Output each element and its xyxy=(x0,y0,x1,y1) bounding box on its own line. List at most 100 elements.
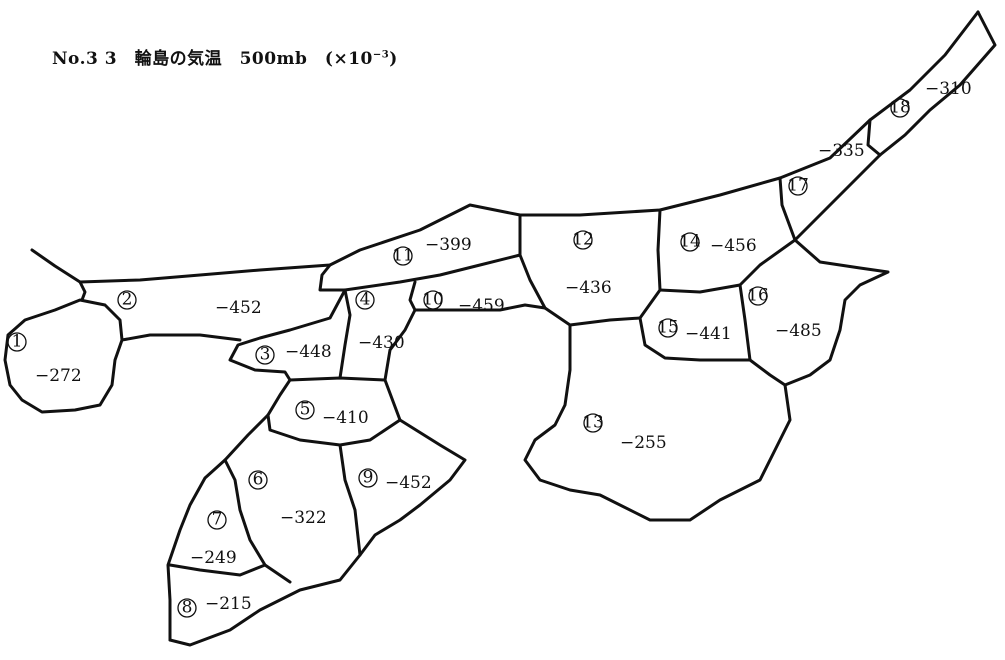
border-5-6 xyxy=(266,413,402,447)
region-4-number: 4 xyxy=(355,290,375,310)
southeast-coast xyxy=(523,323,792,522)
border-14-16 xyxy=(738,238,797,287)
region-10-value: −459 xyxy=(458,296,505,316)
region-number-circle xyxy=(177,598,197,618)
region-number-text: 9 xyxy=(363,468,374,488)
region-12-number: 12 xyxy=(572,230,594,250)
region-number-circle xyxy=(788,176,808,196)
region-number-text: 10 xyxy=(422,290,444,310)
region-number-text: 3 xyxy=(260,345,271,365)
region-number-circle xyxy=(355,290,375,310)
north-coast xyxy=(30,10,980,284)
region-number-text: 8 xyxy=(182,598,193,618)
region-6-number: 6 xyxy=(248,470,268,490)
region-number-text: 7 xyxy=(212,510,223,530)
map-title: No.3 3 輪島の気温 500mb (×10−3) xyxy=(52,44,398,69)
border-15-13 xyxy=(638,316,752,362)
region-number-circle xyxy=(7,332,27,352)
border-17-18 xyxy=(866,118,882,157)
border-1-2 xyxy=(78,280,87,302)
region-number-text: 1 xyxy=(12,332,23,352)
region-17-value: −335 xyxy=(818,141,865,161)
region-3-value: −448 xyxy=(285,342,332,362)
border-6-9 xyxy=(338,443,362,557)
map-title-close: ) xyxy=(389,49,398,69)
border-6-7 xyxy=(223,458,292,584)
region-number-text: 2 xyxy=(122,290,133,310)
region-number-text: 16 xyxy=(747,286,769,306)
region-8-number: 8 xyxy=(177,598,197,618)
region-7-number: 7 xyxy=(207,510,227,530)
border-7-8 xyxy=(168,563,267,577)
region-number-text: 17 xyxy=(787,176,809,196)
region-10-number: 10 xyxy=(422,290,444,310)
border-3-4 xyxy=(338,288,352,380)
region-7-value: −249 xyxy=(190,548,237,568)
region-1-value: −272 xyxy=(35,366,82,386)
region-11-number: 11 xyxy=(392,246,414,266)
region-number-circle xyxy=(295,400,315,420)
region-2-value: −452 xyxy=(215,298,262,318)
region-6-value: −322 xyxy=(280,508,327,528)
region-9-value: −452 xyxy=(385,473,432,493)
region-13-value: −255 xyxy=(620,433,667,453)
region-14-number: 14 xyxy=(679,232,701,252)
region-number-text: 14 xyxy=(679,232,701,252)
region-number-circle xyxy=(748,286,768,306)
region-number-circle xyxy=(255,345,275,365)
region-number-circle xyxy=(680,232,700,252)
region-number-text: 13 xyxy=(582,413,604,433)
region-number-text: 4 xyxy=(360,290,371,310)
region-number-text: 5 xyxy=(300,400,311,420)
region-number-circle xyxy=(658,318,678,338)
region-labels: 1−2722−4523−4484−4305−4106−3227−2498−215… xyxy=(7,79,972,618)
map-title-exponent: −3 xyxy=(372,49,390,61)
region-11-value: −399 xyxy=(425,235,472,255)
region-number-circle xyxy=(358,468,378,488)
border-12-13 xyxy=(568,316,642,327)
region-number-text: 15 xyxy=(657,318,679,338)
peninsula-east-coast xyxy=(168,378,467,647)
border-12-14 xyxy=(638,208,662,320)
region-14-value: −456 xyxy=(710,236,757,256)
border-10-12 xyxy=(518,253,547,310)
region-number-text: 11 xyxy=(392,246,414,266)
region-number-circle xyxy=(248,470,268,490)
region-number-text: 18 xyxy=(889,98,911,118)
border-3-5 xyxy=(288,376,387,382)
border-4-10 xyxy=(408,280,417,312)
west-lobe-coast xyxy=(3,298,242,414)
region-2-number: 2 xyxy=(117,290,137,310)
region-18-number: 18 xyxy=(889,98,911,118)
region-4-value: −430 xyxy=(358,333,405,353)
region-17-number: 17 xyxy=(787,176,809,196)
region-number-circle xyxy=(207,510,227,530)
peninsula-west-coast xyxy=(166,288,347,642)
border-2-11 xyxy=(318,253,522,292)
region-5-number: 5 xyxy=(295,400,315,420)
region-number-circle xyxy=(393,246,413,266)
region-8-value: −215 xyxy=(205,594,252,614)
region-12-value: −436 xyxy=(565,278,612,298)
region-15-number: 15 xyxy=(657,318,679,338)
region-9-number: 9 xyxy=(358,468,378,488)
region-15-value: −441 xyxy=(685,324,732,344)
region-16-value: −485 xyxy=(775,321,822,341)
region-3-number: 3 xyxy=(255,345,275,365)
map-title-text: No.3 3 輪島の気温 500mb (×10 xyxy=(52,49,373,69)
region-1-number: 1 xyxy=(7,332,27,352)
region-13-number: 13 xyxy=(582,413,604,433)
border-14-15 xyxy=(658,283,742,294)
region-number-circle xyxy=(117,290,137,310)
border-15-16 xyxy=(738,283,787,387)
region-number-text: 12 xyxy=(572,230,594,250)
region-number-text: 6 xyxy=(253,470,264,490)
region-number-circle xyxy=(573,230,593,250)
region-number-circle xyxy=(423,290,443,310)
region-18-value: −310 xyxy=(925,79,972,99)
region-16-number: 16 xyxy=(747,286,769,306)
border-14-17 xyxy=(778,176,797,242)
map-borders xyxy=(3,10,997,647)
bay-coast xyxy=(383,303,572,382)
